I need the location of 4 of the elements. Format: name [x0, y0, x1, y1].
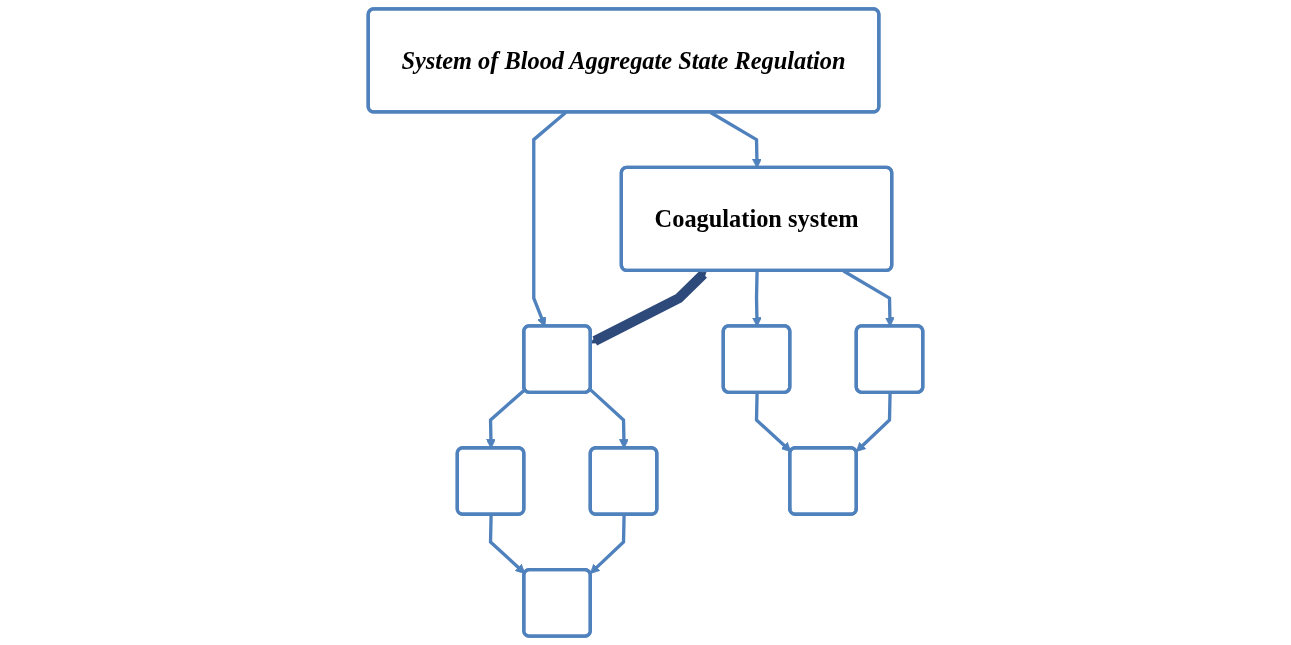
arrow	[754, 392, 792, 452]
arrow	[589, 514, 626, 574]
arrow	[855, 392, 892, 452]
arrow	[488, 514, 526, 574]
